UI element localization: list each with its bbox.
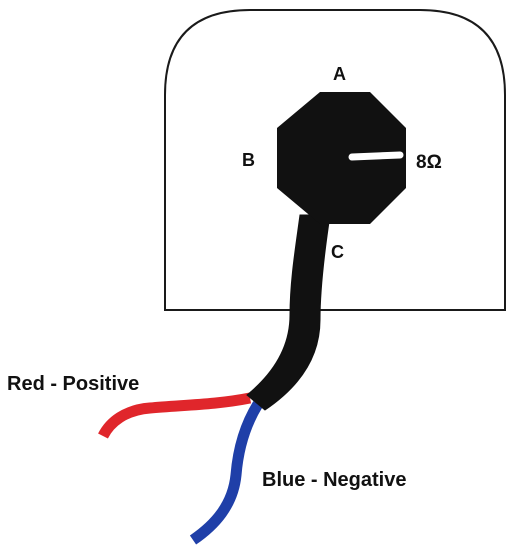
black-cable	[246, 214, 331, 411]
blue-negative-wire	[189, 401, 263, 545]
red-positive-label: Red - Positive	[7, 373, 139, 395]
terminal-a-label: A	[333, 64, 346, 84]
blue-negative-label: Blue - Negative	[262, 469, 406, 491]
knob-pointer-icon	[348, 151, 404, 161]
impedance-label: 8Ω	[416, 152, 442, 173]
red-positive-wire	[98, 392, 252, 439]
housing-outline	[164, 9, 506, 311]
selector-knob-icon[interactable]	[277, 92, 406, 224]
terminal-b-label: B	[242, 150, 255, 170]
terminal-c-label: C	[331, 242, 344, 262]
